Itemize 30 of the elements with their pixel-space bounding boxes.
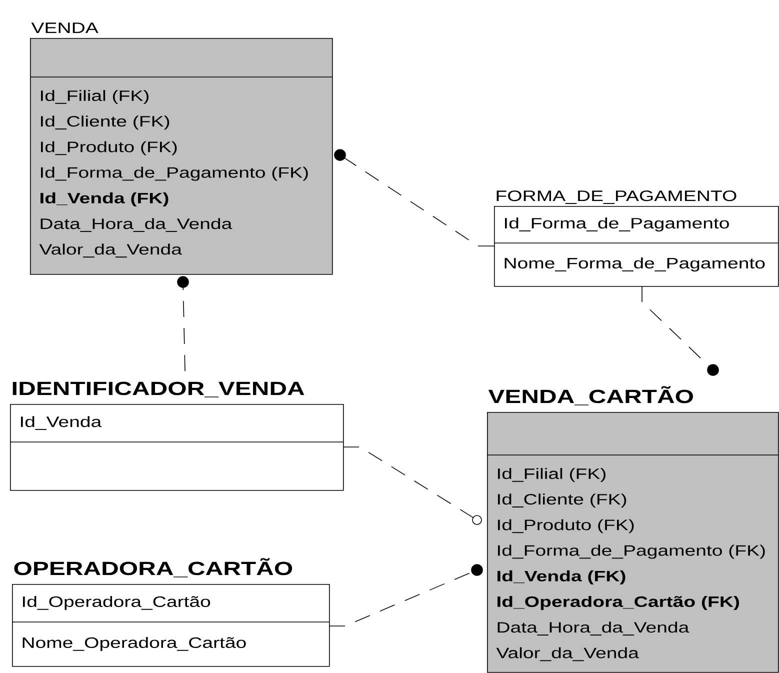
relationship-line: [642, 286, 719, 376]
attribute-text: Data_Hora_da_Venda: [40, 218, 232, 232]
attribute-text: Id_Forma_de_Pagamento (FK): [498, 544, 765, 559]
attribute-text: Id_Produto (FK): [41, 141, 177, 156]
attribute-text: Nome_Forma_de_Pagamento: [504, 258, 765, 272]
attribute-text: Id_Filial (FK): [41, 90, 148, 104]
attribute-text: Id_Forma_de_Pagamento: [505, 218, 729, 232]
attribute-text: Nome_Operadora_Cartão: [22, 637, 246, 651]
attribute-text: Id_Venda (FK): [498, 570, 626, 584]
attribute-text: Id_Cliente (FK): [498, 494, 626, 508]
relationship-line: [342, 446, 482, 525]
attribute-text: Valor_da_Venda: [39, 244, 182, 258]
attribute-text: Id_Filial (FK): [498, 468, 606, 482]
relationship-line: [328, 564, 483, 626]
attribute-text: Id_Operadora_Cartão: [23, 596, 210, 610]
attribute-text: Id_Forma_de_Pagamento (FK): [41, 166, 308, 181]
attribute-text: Id_Produto (FK): [498, 519, 634, 534]
relationship-line: [334, 149, 494, 246]
entity-name: VENDA: [31, 22, 98, 33]
attribute-text: Id_Venda (FK): [40, 192, 168, 206]
attribute-text: Data_Hora_da_Venda: [498, 622, 690, 636]
attribute-text: Id_Operadora_Cartão (FK): [498, 596, 739, 610]
attribute-text: Id_Venda: [21, 416, 102, 430]
relationship-line: [177, 276, 189, 372]
entity-name: IDENTIFICADOR_VENDA: [12, 382, 304, 398]
entity-name: VENDA_CARTÃO: [488, 386, 693, 406]
entity-name: OPERADORA_CARTÃO: [14, 558, 292, 578]
attribute-text: Id_Cliente (FK): [41, 116, 170, 130]
attribute-text: Valor_da_Venda: [496, 647, 639, 662]
entity-name: FORMA_DE_PAGAMENTO: [496, 190, 736, 204]
